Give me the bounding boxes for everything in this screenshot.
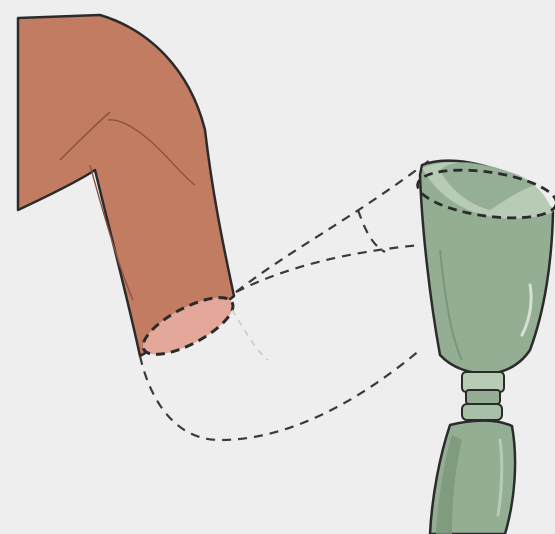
stump-cut-outline — [141, 296, 235, 356]
fit-guide-faint — [231, 309, 269, 361]
shin-shadow — [436, 435, 462, 534]
prosthetic-leg — [416, 159, 555, 534]
socket-shading — [439, 249, 463, 361]
thigh-crease — [89, 164, 134, 301]
fit-guide-inner-curve — [356, 209, 386, 253]
fit-guide-upper — [235, 159, 431, 293]
knee-joint-upper — [465, 389, 501, 405]
knee-joint-lower — [461, 403, 503, 421]
fit-guide-lines — [138, 159, 431, 442]
thigh-crease — [107, 119, 196, 186]
thigh-crease — [59, 111, 111, 161]
stump-cut-surface — [143, 297, 233, 355]
residual-limb — [16, 13, 236, 358]
shin-highlight — [496, 438, 504, 517]
fit-guide-upper-inner — [235, 243, 421, 293]
socket-inner-shadow — [440, 162, 535, 210]
fit-guide-faint-line — [231, 309, 269, 361]
socket-rim-dashed — [416, 168, 555, 220]
socket-highlight — [520, 283, 533, 337]
